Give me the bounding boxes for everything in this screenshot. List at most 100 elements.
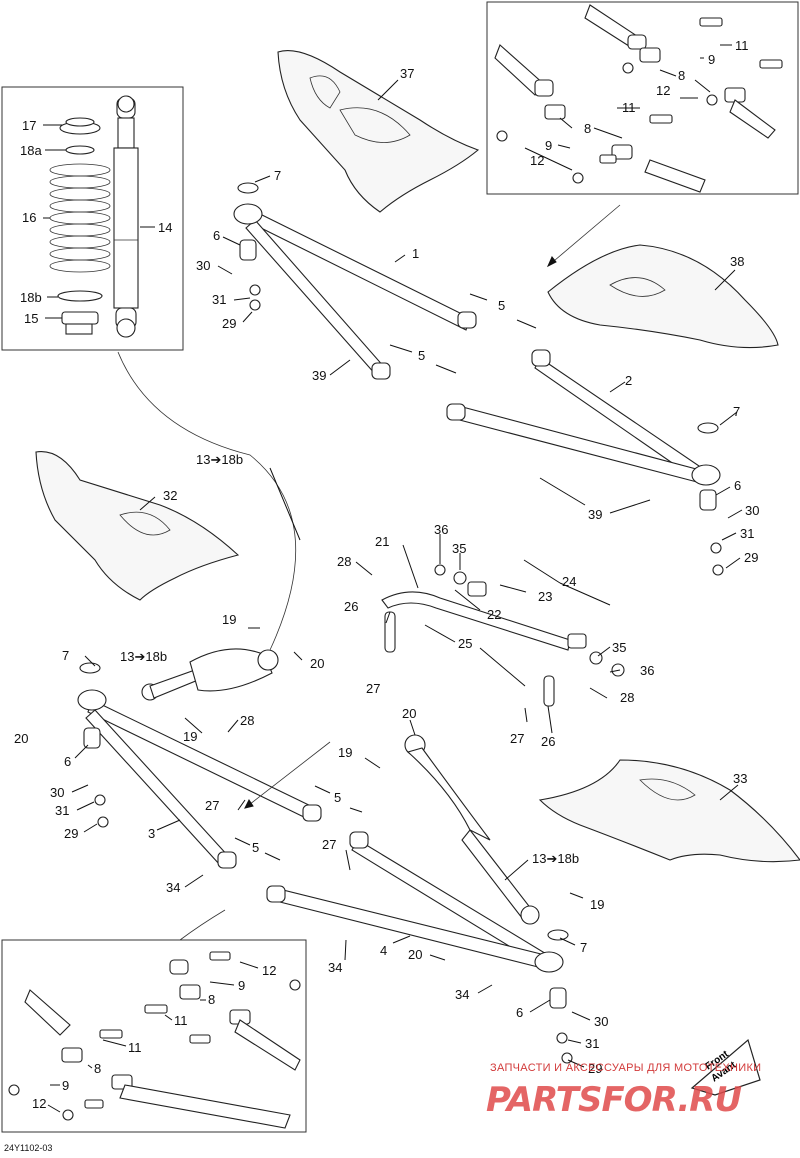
callout-31-c: 31 — [55, 803, 69, 818]
callout-9-top-a: 9 — [708, 52, 715, 67]
callout-4: 4 — [380, 943, 387, 958]
callout-7-d: 7 — [580, 940, 587, 955]
callout-26-a: 26 — [344, 599, 358, 614]
top-hardware-inset-box — [486, 1, 799, 195]
callout-5-c: 5 — [334, 790, 341, 805]
callout-30-c: 30 — [50, 785, 64, 800]
callout-30-d: 30 — [594, 1014, 608, 1029]
callout-36-a: 36 — [434, 522, 448, 537]
callout-31-a: 31 — [212, 292, 226, 307]
callout-23: 23 — [538, 589, 552, 604]
callout-29-d: 29 — [588, 1061, 602, 1076]
top-hardware-leaders — [524, 44, 732, 171]
protector-32 — [35, 451, 240, 601]
callout-36-b: 36 — [640, 663, 654, 678]
callout-31-d: 31 — [585, 1036, 599, 1051]
callout-13-a: 13➔18b — [196, 452, 243, 467]
callout-7-c: 7 — [62, 648, 69, 663]
shock-inset-box — [1, 86, 184, 351]
callout-27-a: 27 — [205, 798, 219, 813]
callout-18a: 18a — [20, 143, 42, 158]
callout-22: 22 — [487, 607, 501, 622]
callout-18b: 18b — [20, 290, 42, 305]
protector-33 — [538, 759, 800, 863]
stabilizer-bar — [381, 564, 625, 707]
callout-20-c: 20 — [402, 706, 416, 721]
callout-28-b: 28 — [337, 554, 351, 569]
inset-connector-top-arrow — [546, 256, 557, 268]
callout-8-top-a: 8 — [678, 68, 685, 83]
watermark-tagline: ЗАПЧАСТИ И АКСЕССУАРЫ ДЛЯ МОТОТЕХНИКИ — [490, 1062, 762, 1074]
callout-6-c: 6 — [64, 754, 71, 769]
knuckle-hardware-bottom-right — [547, 929, 573, 1064]
inset-connector-bottom — [179, 909, 226, 941]
callout-8-top-b: 8 — [584, 121, 591, 136]
callout-5-d: 5 — [252, 840, 259, 855]
callout-28-a: 28 — [240, 713, 254, 728]
callout-31-b: 31 — [740, 526, 754, 541]
callout-20-d: 20 — [408, 947, 422, 962]
callout-7-a: 7 — [274, 168, 281, 183]
callout-13-c: 13➔18b — [532, 851, 579, 866]
callout-29-a: 29 — [222, 316, 236, 331]
callout-15: 15 — [24, 311, 38, 326]
callout-35-b: 35 — [612, 640, 626, 655]
protector-38 — [547, 244, 779, 349]
callout-19-d: 19 — [590, 897, 604, 912]
a-arm-1 — [233, 203, 477, 380]
callout-34-a: 34 — [166, 880, 180, 895]
callout-6-d: 6 — [516, 1005, 523, 1020]
callout-5-a: 5 — [498, 298, 505, 313]
callout-7-b: 7 — [733, 404, 740, 419]
bottom-hardware-leaders — [47, 961, 259, 1113]
callout-33: 33 — [733, 771, 747, 786]
shock-assembly-inset — [49, 95, 139, 338]
diagram-code: 24Y1102-03 — [4, 1143, 53, 1153]
callout-9-top-b: 9 — [545, 138, 552, 153]
callout-38: 38 — [730, 254, 744, 269]
callout-11-top-a: 11 — [735, 38, 749, 53]
inset-connector-top — [547, 204, 621, 267]
callout-35-a: 35 — [452, 541, 466, 556]
callout-2: 2 — [625, 373, 632, 388]
callout-11-bottom-a: 11 — [174, 1013, 188, 1028]
watermark-logo: PARTSFOR.RU — [486, 1080, 742, 1120]
callout-39-b: 39 — [588, 507, 602, 522]
knuckle-hardware-right — [697, 422, 724, 576]
callout-19-c: 19 — [338, 745, 352, 760]
callout-25: 25 — [458, 636, 472, 651]
callout-29-b: 29 — [744, 550, 758, 565]
callout-9-bottom-a: 9 — [238, 978, 245, 993]
callout-19-b: 19 — [183, 729, 197, 744]
callout-8-bottom-b: 8 — [94, 1061, 101, 1076]
callout-21: 21 — [375, 534, 389, 549]
callout-30-a: 30 — [196, 258, 210, 273]
callout-30-b: 30 — [745, 503, 759, 518]
bottom-hardware-inset-box — [1, 939, 307, 1133]
callout-37: 37 — [400, 66, 414, 81]
callout-12-top-b: 12 — [530, 153, 544, 168]
callout-32: 32 — [163, 488, 177, 503]
shock-route-line — [117, 351, 297, 651]
callout-20-b: 20 — [14, 731, 28, 746]
shock-front-left — [141, 648, 279, 701]
callout-17: 17 — [22, 118, 36, 133]
callout-16: 16 — [22, 210, 36, 225]
callout-24: 24 — [562, 574, 576, 589]
callout-6-b: 6 — [734, 478, 741, 493]
callout-27-c: 27 — [510, 731, 524, 746]
callout-1: 1 — [412, 246, 419, 261]
callout-29-c: 29 — [64, 826, 78, 841]
top-hardware-parts — [494, 4, 783, 193]
callout-11-bottom-b: 11 — [128, 1040, 142, 1055]
protector-37 — [277, 50, 480, 213]
callout-26-b: 26 — [541, 734, 555, 749]
callout-20-a: 20 — [310, 656, 324, 671]
callout-12-bottom-b: 12 — [32, 1096, 46, 1111]
callout-12-top-a: 12 — [656, 83, 670, 98]
callout-3: 3 — [148, 826, 155, 841]
callout-34-b: 34 — [328, 960, 342, 975]
arrow-to-arm-3 — [244, 741, 331, 809]
callout-34-c: 34 — [455, 987, 469, 1002]
callout-9-bottom-b: 9 — [62, 1078, 69, 1093]
